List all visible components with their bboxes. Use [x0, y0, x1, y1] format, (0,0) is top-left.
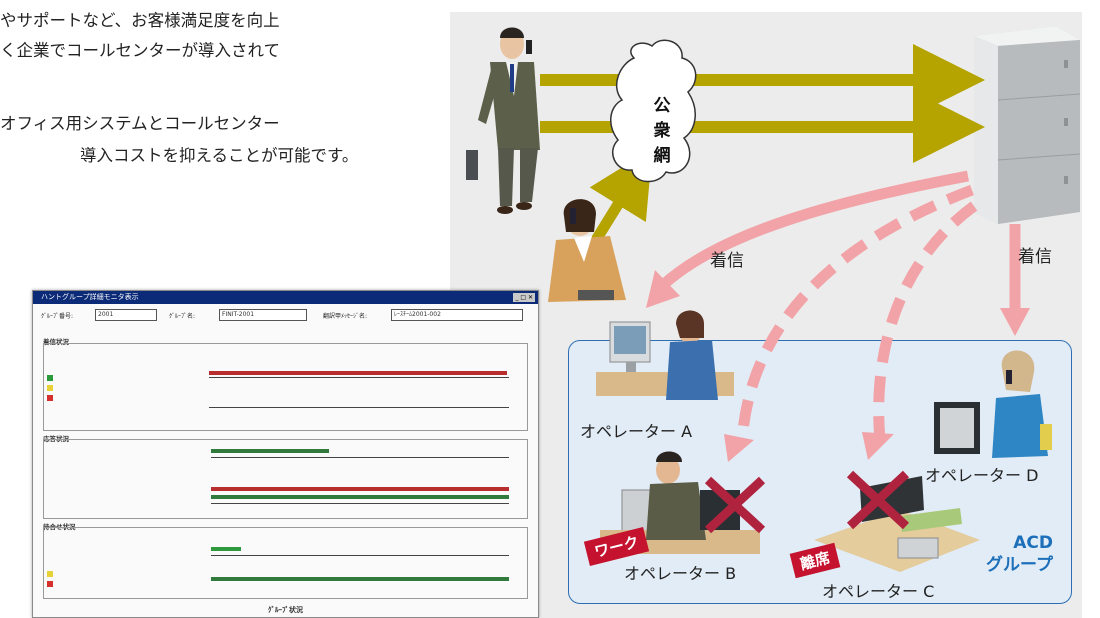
answer-bar-3	[211, 495, 509, 499]
section-incoming-box	[43, 343, 528, 431]
intro-line-4: 導入コストを抑えることが可能です。	[80, 146, 359, 165]
pbx-server-icon	[974, 26, 1081, 224]
unavailable-x-b-icon	[704, 476, 766, 534]
monitor-title: ハントグループ詳細モニタ表示	[41, 293, 139, 301]
queue-square-yellow	[47, 571, 53, 577]
incoming-arrow-a	[658, 170, 970, 291]
section-queue-box	[43, 527, 528, 599]
operator-a-label: オペレーター A	[580, 422, 693, 441]
operator-c-desk	[814, 476, 980, 572]
message-field[interactable]: ﾚｰｽﾁｰﾑ2001-002	[391, 309, 523, 321]
incoming-arrow-c	[873, 201, 978, 441]
window-controls[interactable]: _ □ ✕	[513, 293, 535, 302]
queue-axis-1	[211, 555, 509, 556]
caller-businessman-icon	[466, 27, 540, 214]
answer-bar-1	[211, 449, 329, 453]
acd-group-label: ACD グループ	[986, 532, 1053, 576]
public-network-label: 公衆網	[653, 96, 671, 166]
incoming-arrow-b	[736, 184, 974, 443]
hunt-group-monitor-window: ハントグループ詳細モニタ表示 _ □ ✕ ｸﾞﾙｰﾌﾟ番号: 2001 ｸﾞﾙｰ…	[32, 290, 539, 618]
section-answer-box	[43, 439, 528, 519]
operator-c-label: オペレーター C	[822, 582, 935, 601]
answer-axis-2	[211, 503, 509, 504]
incoming-bar	[209, 371, 507, 375]
acd-label-line-1: ACD	[1013, 533, 1053, 553]
operator-d-figure	[934, 350, 1052, 458]
group-name-field[interactable]: FINIT-2001	[219, 309, 307, 321]
status-square-green	[47, 375, 53, 381]
intro-line-1: やサポートなど、お客様満足度を向上	[0, 11, 280, 30]
status-square-red	[47, 395, 53, 401]
operator-d-label: オペレーター D	[925, 466, 1039, 485]
status-square-yellow	[47, 385, 53, 391]
queue-square-red	[47, 581, 53, 587]
public-network-cloud-icon	[610, 39, 697, 183]
incoming-label-right: 着信	[1018, 247, 1052, 267]
incoming-rate-axis	[209, 407, 509, 408]
caller-woman-icon	[548, 199, 626, 302]
operator-b-label: オペレーター B	[624, 564, 737, 583]
group-number-select[interactable]: 2001	[95, 309, 157, 321]
incoming-axis	[209, 377, 509, 378]
message-label: 翻訳甲ﾒｯｾｰｼﾞ名:	[323, 313, 368, 320]
group-name-label: ｸﾞﾙｰﾌﾟ名:	[169, 313, 196, 320]
incoming-label-left: 着信	[710, 251, 744, 271]
monitor-footer: ｸﾞﾙｰﾌﾟ状況	[268, 606, 303, 614]
answer-bar-2	[211, 487, 509, 491]
operator-b-figure	[600, 451, 760, 554]
monitor-titlebar: ハントグループ詳細モニタ表示 _ □ ✕	[33, 291, 538, 304]
answer-axis-1	[211, 457, 509, 458]
section-incoming-title: 着信状況	[43, 338, 69, 346]
call-arrow-3	[589, 148, 653, 243]
group-number-label: ｸﾞﾙｰﾌﾟ番号:	[41, 313, 74, 320]
acd-label-line-2: グループ	[986, 555, 1053, 575]
queue-bar-2	[211, 577, 509, 581]
intro-line-2: く企業でコールセンターが導入されて	[0, 41, 281, 60]
queue-bar-1	[211, 547, 241, 551]
intro-line-3: オフィス用システムとコールセンター	[0, 114, 280, 133]
operator-a-figure	[596, 310, 734, 400]
unavailable-x-c-icon	[846, 470, 910, 530]
